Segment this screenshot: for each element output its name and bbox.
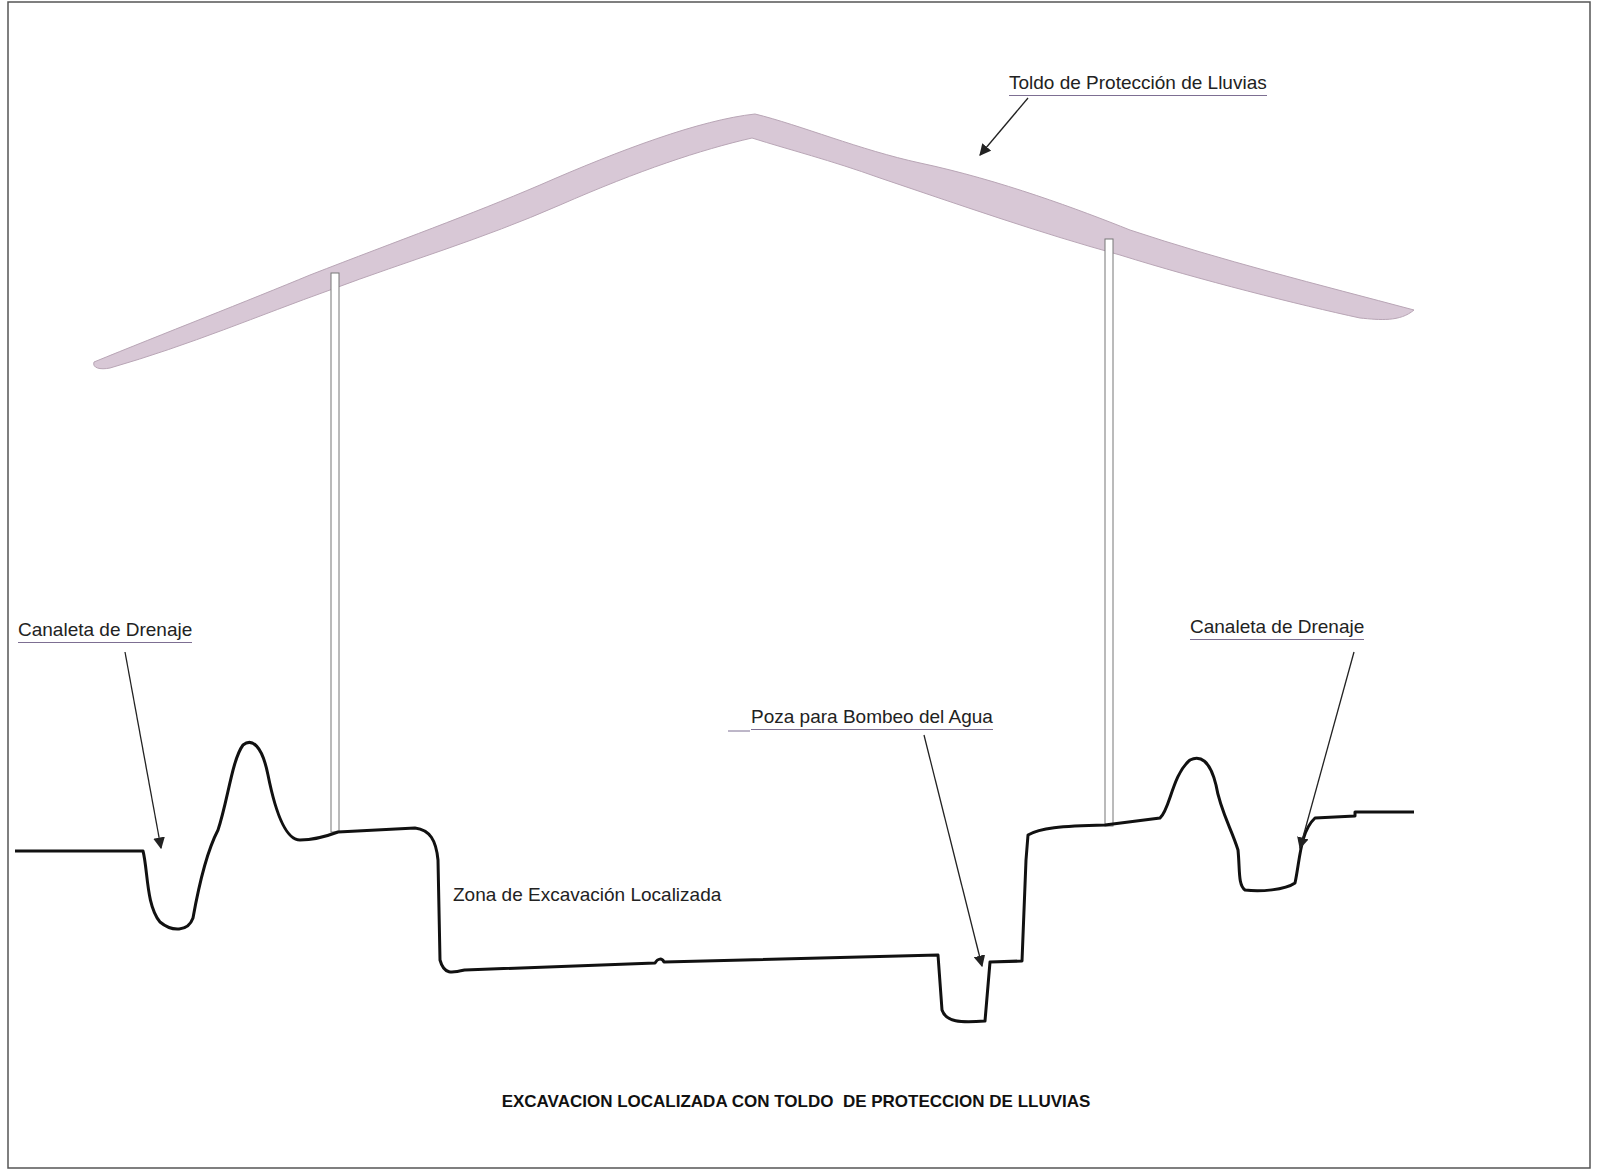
- gutter-label: Canaleta de Drenaje: [1190, 616, 1364, 640]
- leader-line: [125, 652, 161, 848]
- leader-line: [980, 98, 1028, 155]
- ground-profile: [15, 743, 1414, 1022]
- excavation-label: Zona de Excavación Localizada: [453, 884, 721, 906]
- canopy-label: Toldo de Protección de Lluvias: [1009, 72, 1267, 96]
- leader-tick: [728, 731, 750, 732]
- frame: [8, 2, 1590, 1168]
- sump-label: Poza para Bombeo del Agua: [751, 706, 993, 730]
- rain-canopy: [94, 114, 1414, 369]
- leader-line: [1300, 652, 1354, 848]
- leader-line: [924, 735, 982, 966]
- canopy-pole: [331, 273, 339, 832]
- gutter-label: Canaleta de Drenaje: [18, 619, 192, 643]
- canopy-pole: [1105, 239, 1113, 826]
- caption: EXCAVACION LOCALIZADA CON TOLDO DE PROTE…: [502, 1092, 1091, 1112]
